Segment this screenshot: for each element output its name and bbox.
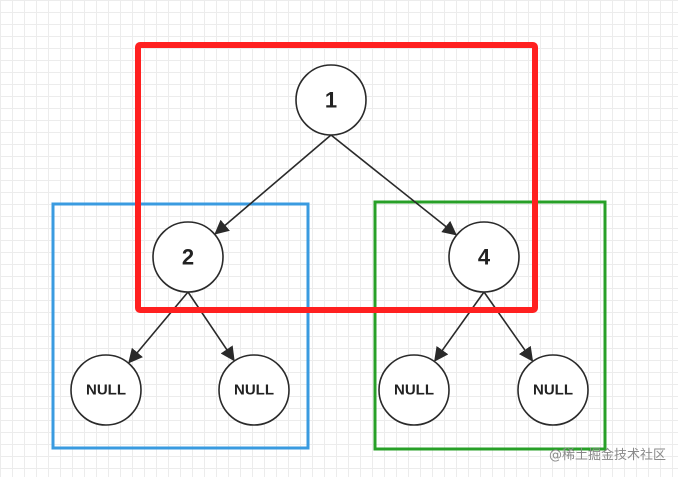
left-subtree-box (51, 202, 310, 450)
edge-n2-to-n2-left (128, 291, 189, 364)
tree-node-n1: 1 (295, 64, 367, 136)
node-label: 1 (325, 88, 337, 113)
edge-n2-to-n2-right (187, 291, 235, 362)
node-circle (378, 354, 450, 426)
node-label: NULL (533, 382, 573, 399)
tree-node-n4-right: NULL (517, 354, 589, 426)
node-label: NULL (86, 382, 126, 399)
edge-n1-to-n4 (330, 134, 457, 236)
tree-node-n4: 4 (448, 221, 520, 293)
tree-node-n2-right: NULL (218, 354, 290, 426)
edge-n4-to-n4-left (434, 291, 485, 362)
root-subtree-box (135, 42, 538, 313)
node-label: NULL (234, 382, 274, 399)
node-circle (152, 221, 224, 293)
tree-edges (128, 134, 534, 364)
tree-node-n2-left: NULL (70, 354, 142, 426)
node-circle (295, 64, 367, 136)
edge-n4-to-n4-right (483, 291, 534, 362)
tree-node-n4-left: NULL (378, 354, 450, 426)
node-label: 2 (182, 245, 194, 270)
node-circle (218, 354, 290, 426)
node-label: NULL (394, 382, 434, 399)
node-circle (517, 354, 589, 426)
node-circle (448, 221, 520, 293)
watermark-text: @稀土掘金技术社区 (548, 448, 666, 463)
node-label: 4 (478, 245, 491, 270)
tree-node-n2: 2 (152, 221, 224, 293)
right-subtree-box (373, 200, 607, 451)
node-circle (70, 354, 142, 426)
edge-n1-to-n2 (214, 134, 332, 235)
